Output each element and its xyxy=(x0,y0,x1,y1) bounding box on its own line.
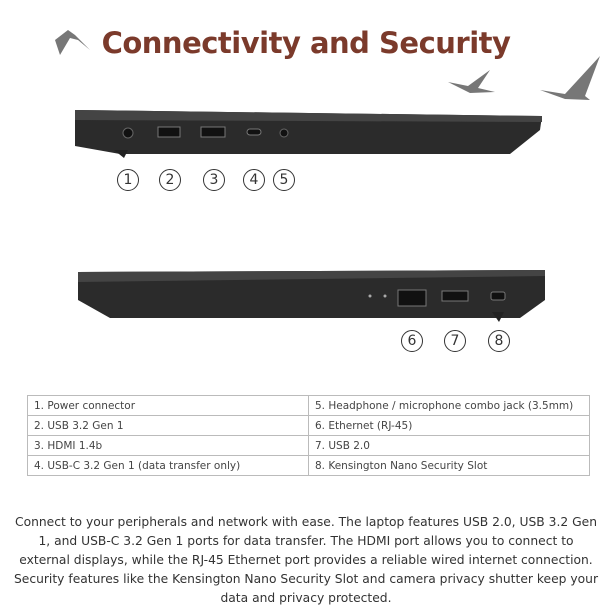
port-item: 4. USB-C 3.2 Gen 1 (data transfer only) xyxy=(27,455,309,476)
seagull-icon xyxy=(448,70,495,93)
port-item: 2. USB 3.2 Gen 1 xyxy=(27,415,309,436)
callout-8: 8 xyxy=(488,330,510,352)
laptop-right-side xyxy=(78,270,545,322)
description: Connect to your peripherals and network … xyxy=(13,515,599,605)
callout-7: 7 xyxy=(444,330,466,352)
callout-5: 5 xyxy=(273,169,295,191)
port-item: 5. Headphone / microphone combo jack (3.… xyxy=(308,395,590,416)
callout-2: 2 xyxy=(159,169,181,191)
page-title: Connectivity and Security xyxy=(101,26,511,60)
port-item: 6. Ethernet (RJ-45) xyxy=(308,415,590,436)
laptop-left-side xyxy=(75,110,542,158)
port-item: 7. USB 2.0 xyxy=(308,435,590,456)
callout-1: 1 xyxy=(117,169,139,191)
seagull-icon xyxy=(55,30,90,55)
port-item: 3. HDMI 1.4b xyxy=(27,435,309,456)
callout-3: 3 xyxy=(203,169,225,191)
table-row: 4. USB-C 3.2 Gen 1 (data transfer only)8… xyxy=(27,455,590,476)
callout-4: 4 xyxy=(243,169,265,191)
callout-6: 6 xyxy=(401,330,423,352)
seagull-icon xyxy=(540,56,600,100)
port-item: 8. Kensington Nano Security Slot xyxy=(308,455,590,476)
port-item: 1. Power connector xyxy=(27,395,309,416)
